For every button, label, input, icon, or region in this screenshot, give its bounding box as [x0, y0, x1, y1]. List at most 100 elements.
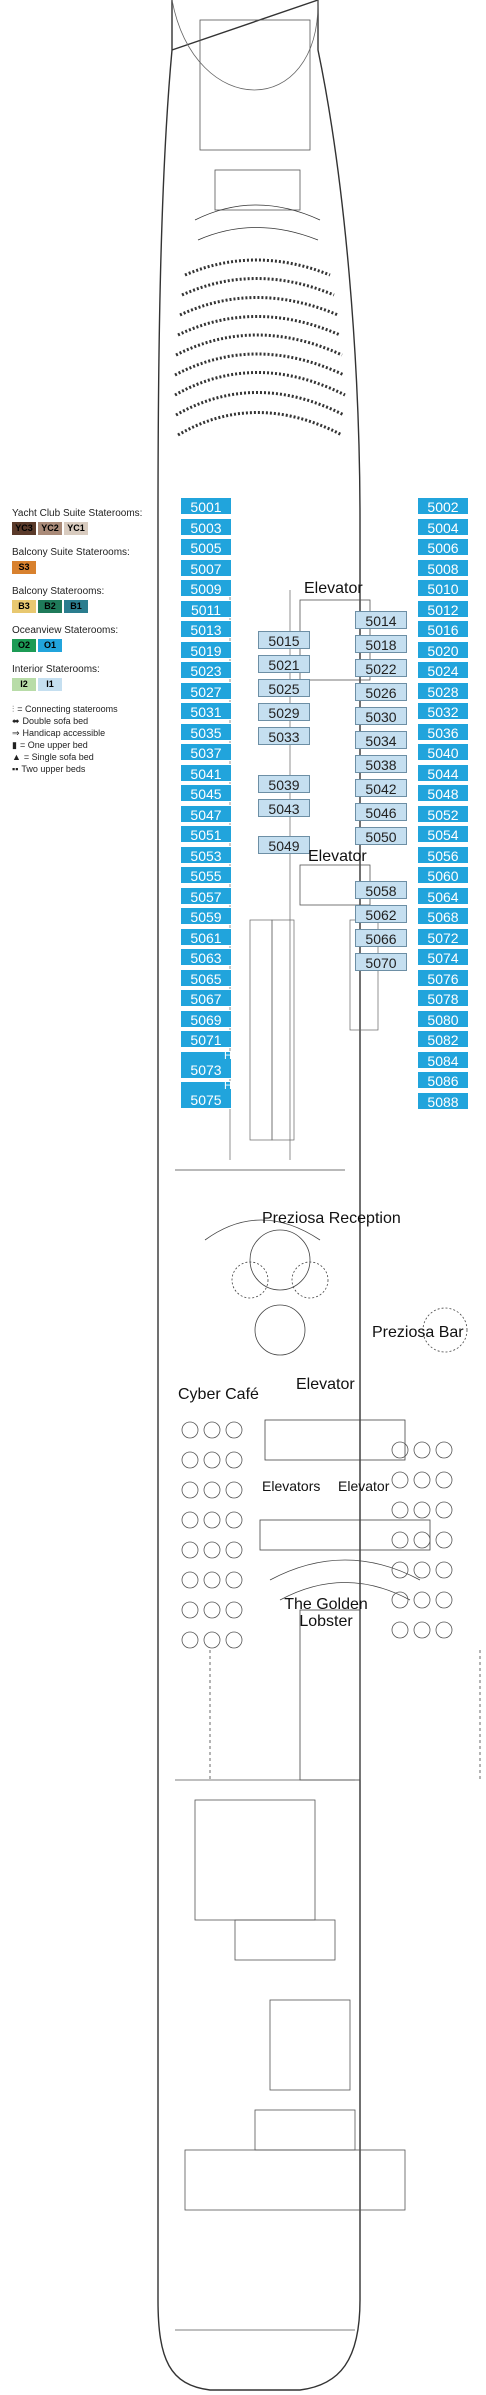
stateroom-5009[interactable]: 5009	[180, 579, 232, 597]
stateroom-5022[interactable]: 5022	[355, 659, 407, 677]
stateroom-5049[interactable]: 5049	[258, 836, 310, 854]
stateroom-5005[interactable]: 5005	[180, 538, 232, 556]
stateroom-5019[interactable]: 5019	[180, 640, 232, 659]
stateroom-5057[interactable]: 5057	[180, 886, 232, 905]
legend-key-icon: ⫶	[12, 704, 15, 714]
stateroom-5070[interactable]: 5070	[355, 953, 407, 971]
stateroom-5073[interactable]: 5073	[180, 1050, 232, 1079]
stateroom-5020[interactable]: 5020	[417, 640, 469, 659]
stateroom-5043[interactable]: 5043	[258, 799, 310, 817]
stateroom-5029[interactable]: 5029	[258, 703, 310, 721]
stateroom-5051[interactable]: 5051	[180, 825, 232, 843]
stateroom-5027[interactable]: 5027	[180, 681, 232, 700]
stateroom-5028[interactable]: 5028	[417, 681, 469, 700]
stateroom-5006[interactable]: 5006	[417, 538, 469, 556]
stateroom-5024[interactable]: 5024	[417, 661, 469, 679]
stateroom-5002[interactable]: 5002	[417, 497, 469, 515]
label-golden-lobster: The Golden Lobster	[284, 1596, 368, 1630]
stateroom-5086[interactable]: 5086	[417, 1071, 469, 1089]
stateroom-5003[interactable]: 5003	[180, 517, 232, 536]
stateroom-5076[interactable]: 5076	[417, 968, 469, 987]
stateroom-5088[interactable]: 5088	[417, 1091, 469, 1110]
stateroom-5062[interactable]: 5062	[355, 905, 407, 923]
stateroom-5052[interactable]: 5052	[417, 804, 469, 823]
stateroom-5013[interactable]: 5013	[180, 620, 232, 638]
stateroom-5044[interactable]: 5044	[417, 763, 469, 782]
label-elevator-mid: Elevator	[308, 848, 367, 865]
stateroom-5018[interactable]: 5018	[355, 635, 407, 653]
stateroom-5031[interactable]: 5031	[180, 702, 232, 720]
stateroom-5067[interactable]: 5067	[180, 989, 232, 1007]
stateroom-5042[interactable]: 5042	[355, 779, 407, 797]
public-areas	[175, 1169, 481, 1781]
legend-key-label: = One upper bed	[19, 740, 88, 750]
legend-key-row: ▮= One upper bed	[12, 739, 177, 751]
stateroom-5074[interactable]: 5074	[417, 948, 469, 966]
stateroom-5033[interactable]: 5033	[258, 727, 310, 745]
stateroom-5030[interactable]: 5030	[355, 707, 407, 725]
stateroom-5007[interactable]: 5007	[180, 558, 232, 577]
stateroom-5075[interactable]: 5075	[180, 1080, 232, 1109]
stateroom-5032[interactable]: 5032	[417, 702, 469, 720]
stateroom-5001[interactable]: 5001	[180, 497, 232, 515]
stateroom-5041[interactable]: 5041	[180, 763, 232, 782]
stateroom-5050[interactable]: 5050	[355, 827, 407, 845]
stateroom-5021[interactable]: 5021	[258, 655, 310, 673]
stateroom-5023[interactable]: 5023	[180, 661, 232, 679]
legend-key-icon: ⬌	[12, 716, 20, 726]
stateroom-5048[interactable]: 5048	[417, 784, 469, 802]
stateroom-5011[interactable]: 5011	[180, 599, 232, 618]
theater	[174, 204, 346, 437]
stateroom-5060[interactable]: 5060	[417, 866, 469, 884]
stateroom-5035[interactable]: 5035	[180, 722, 232, 741]
legend-swatch-i1: I1	[38, 678, 62, 691]
stateroom-5037[interactable]: 5037	[180, 743, 232, 761]
stateroom-5078[interactable]: 5078	[417, 989, 469, 1007]
legend-swatch-o2: O2	[12, 639, 36, 652]
stateroom-5069[interactable]: 5069	[180, 1009, 232, 1028]
legend-swatch-i2: I2	[12, 678, 36, 691]
stateroom-5055[interactable]: 5055	[180, 866, 232, 884]
stateroom-5038[interactable]: 5038	[355, 755, 407, 773]
stateroom-5059[interactable]: 5059	[180, 907, 232, 925]
stateroom-5040[interactable]: 5040	[417, 743, 469, 761]
legend-swatch-yc2: YC2	[38, 522, 62, 535]
stateroom-5046[interactable]: 5046	[355, 803, 407, 821]
stateroom-5056[interactable]: 5056	[417, 845, 469, 864]
stateroom-5004[interactable]: 5004	[417, 517, 469, 536]
stateroom-5036[interactable]: 5036	[417, 722, 469, 741]
stateroom-5015[interactable]: 5015	[258, 631, 310, 649]
stateroom-5026[interactable]: 5026	[355, 683, 407, 701]
stateroom-5025[interactable]: 5025	[258, 679, 310, 697]
stateroom-5034[interactable]: 5034	[355, 731, 407, 749]
stateroom-5045[interactable]: 5045	[180, 784, 232, 802]
stateroom-5061[interactable]: 5061	[180, 927, 232, 946]
stateroom-5072[interactable]: 5072	[417, 927, 469, 946]
stateroom-5071[interactable]: 5071	[180, 1030, 232, 1048]
stateroom-5080[interactable]: 5080	[417, 1009, 469, 1028]
stateroom-5014[interactable]: 5014	[355, 611, 407, 629]
stateroom-5082[interactable]: 5082	[417, 1030, 469, 1048]
label-preziosa-bar: Preziosa Bar	[372, 1324, 464, 1341]
stateroom-5016[interactable]: 5016	[417, 620, 469, 638]
accessible-marker: H	[224, 1049, 232, 1062]
stateroom-5054[interactable]: 5054	[417, 825, 469, 843]
stateroom-5064[interactable]: 5064	[417, 886, 469, 905]
stateroom-5065[interactable]: 5065	[180, 968, 232, 987]
stateroom-5063[interactable]: 5063	[180, 948, 232, 966]
stateroom-5084[interactable]: 5084	[417, 1050, 469, 1069]
stateroom-5010[interactable]: 5010	[417, 579, 469, 597]
stateroom-5047[interactable]: 5047	[180, 804, 232, 823]
stateroom-5058[interactable]: 5058	[355, 881, 407, 899]
stateroom-5012[interactable]: 5012	[417, 599, 469, 618]
stateroom-5039[interactable]: 5039	[258, 775, 310, 793]
stateroom-5053[interactable]: 5053	[180, 845, 232, 864]
stateroom-5068[interactable]: 5068	[417, 907, 469, 925]
stateroom-5008[interactable]: 5008	[417, 558, 469, 577]
legend-swatch-b2: B2	[38, 600, 62, 613]
stateroom-5066[interactable]: 5066	[355, 929, 407, 947]
